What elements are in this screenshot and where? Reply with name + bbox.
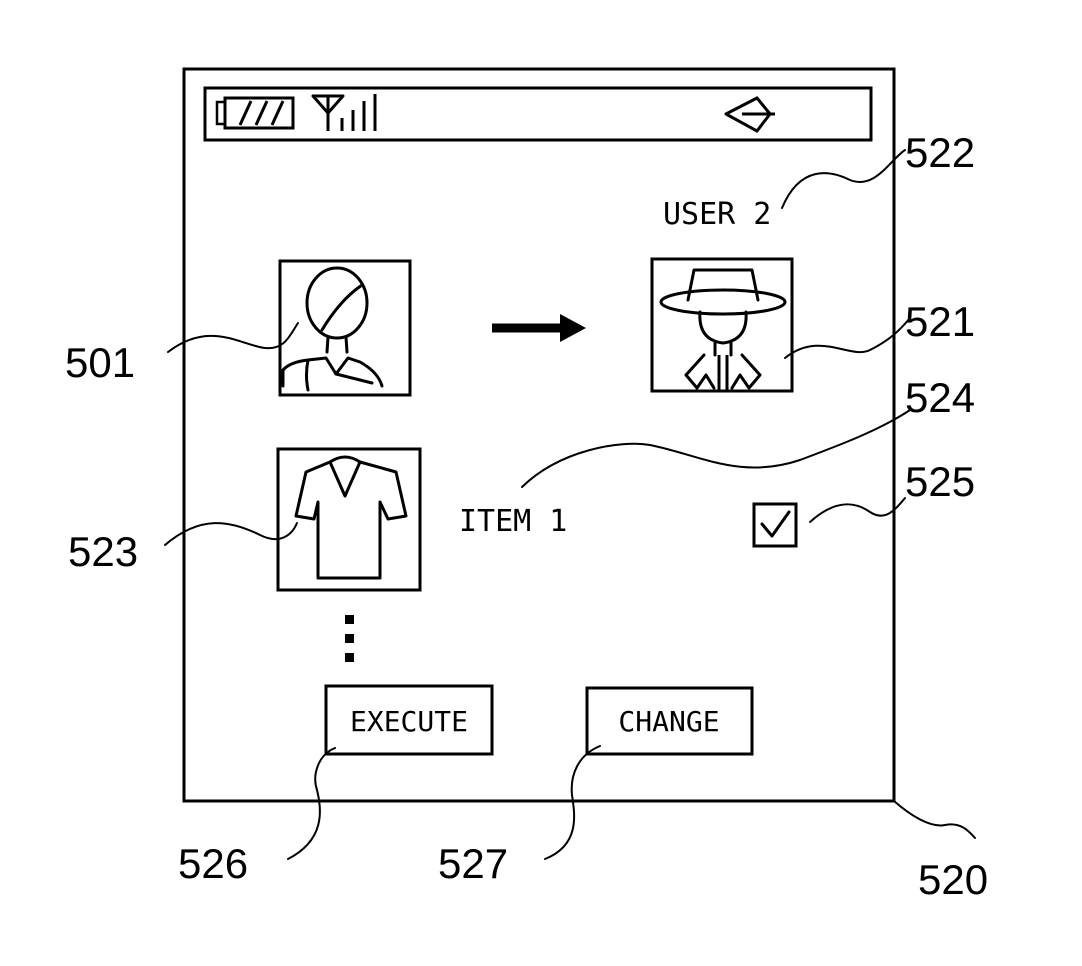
source-user-image	[278, 259, 412, 397]
checkmark-icon	[760, 510, 791, 538]
execute-button-label: EXECUTE	[350, 705, 468, 738]
leader-522	[781, 149, 906, 209]
ref-526: 526	[178, 840, 248, 887]
more-items-ellipsis	[345, 615, 354, 662]
change-button-label: CHANGE	[618, 705, 719, 738]
person-with-hat-icon	[659, 268, 787, 390]
execute-button[interactable]: EXECUTE	[324, 684, 494, 756]
ref-527: 527	[438, 840, 508, 887]
user-label: USER 2	[663, 197, 771, 232]
leader-525	[809, 497, 906, 523]
ref-521: 521	[905, 298, 975, 345]
speaker-icon	[724, 96, 775, 133]
ref-523: 523	[68, 528, 138, 575]
leader-501	[167, 322, 299, 353]
item-label: ITEM 1	[459, 504, 567, 539]
ref-501: 501	[65, 339, 135, 386]
device-screen	[182, 67, 896, 803]
battery-icon	[215, 96, 295, 130]
ref-520: 520	[918, 856, 988, 903]
signal-antenna-icon	[311, 94, 377, 131]
leader-527	[544, 745, 601, 860]
ref-524: 524	[905, 374, 975, 421]
item-checkbox[interactable]	[752, 502, 798, 548]
shirt-icon	[294, 455, 408, 580]
leader-523	[164, 522, 298, 546]
leader-520	[893, 800, 976, 839]
right-arrow-icon	[492, 314, 586, 342]
leader-521	[784, 317, 911, 359]
item-image	[276, 447, 422, 592]
leader-lines	[164, 149, 976, 860]
ref-525: 525	[905, 458, 975, 505]
change-button[interactable]: CHANGE	[585, 686, 754, 756]
leader-524	[521, 409, 911, 488]
person-avatar-icon	[281, 266, 384, 392]
leader-526	[287, 747, 336, 860]
ref-522: 522	[905, 129, 975, 176]
status-bar	[203, 86, 873, 142]
target-user-image	[650, 257, 794, 393]
